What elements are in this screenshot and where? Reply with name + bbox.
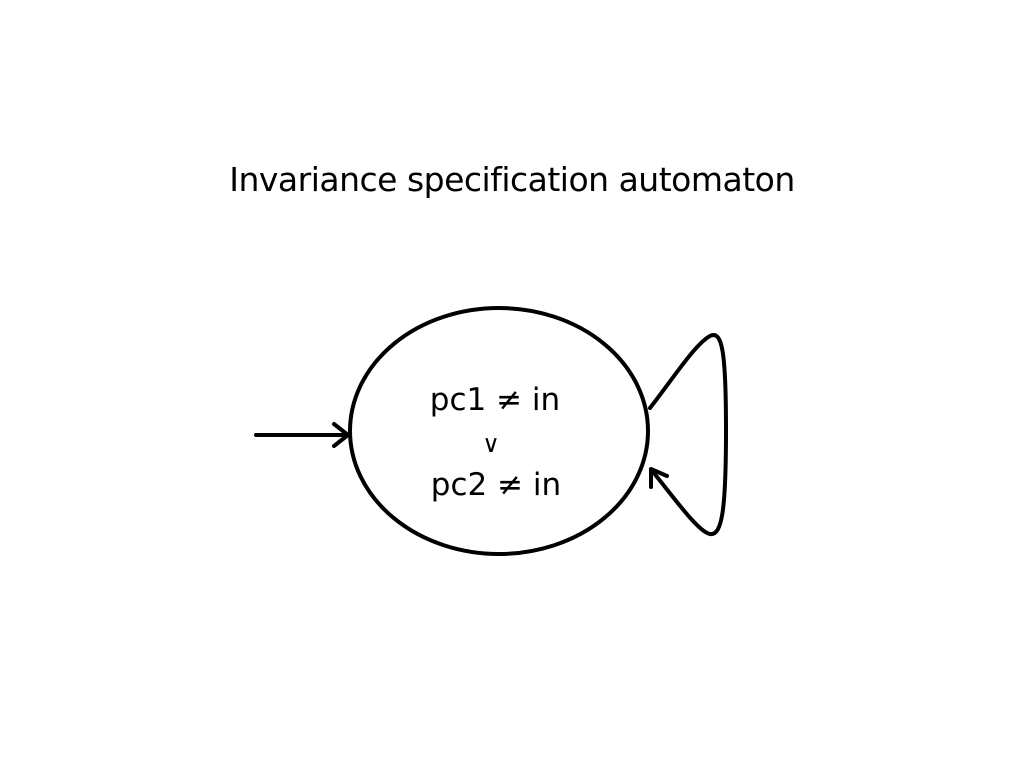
- state-label-line1: pc1 ≠ in: [430, 382, 560, 418]
- slide-title: Invariance specification automaton: [229, 160, 795, 199]
- initial-arrow: [254, 422, 350, 448]
- state-label-line2: pc2 ≠ in: [431, 467, 561, 503]
- state-node: [348, 306, 650, 556]
- or-symbol: ∨: [482, 430, 500, 458]
- self-loop-arrow: [648, 333, 728, 537]
